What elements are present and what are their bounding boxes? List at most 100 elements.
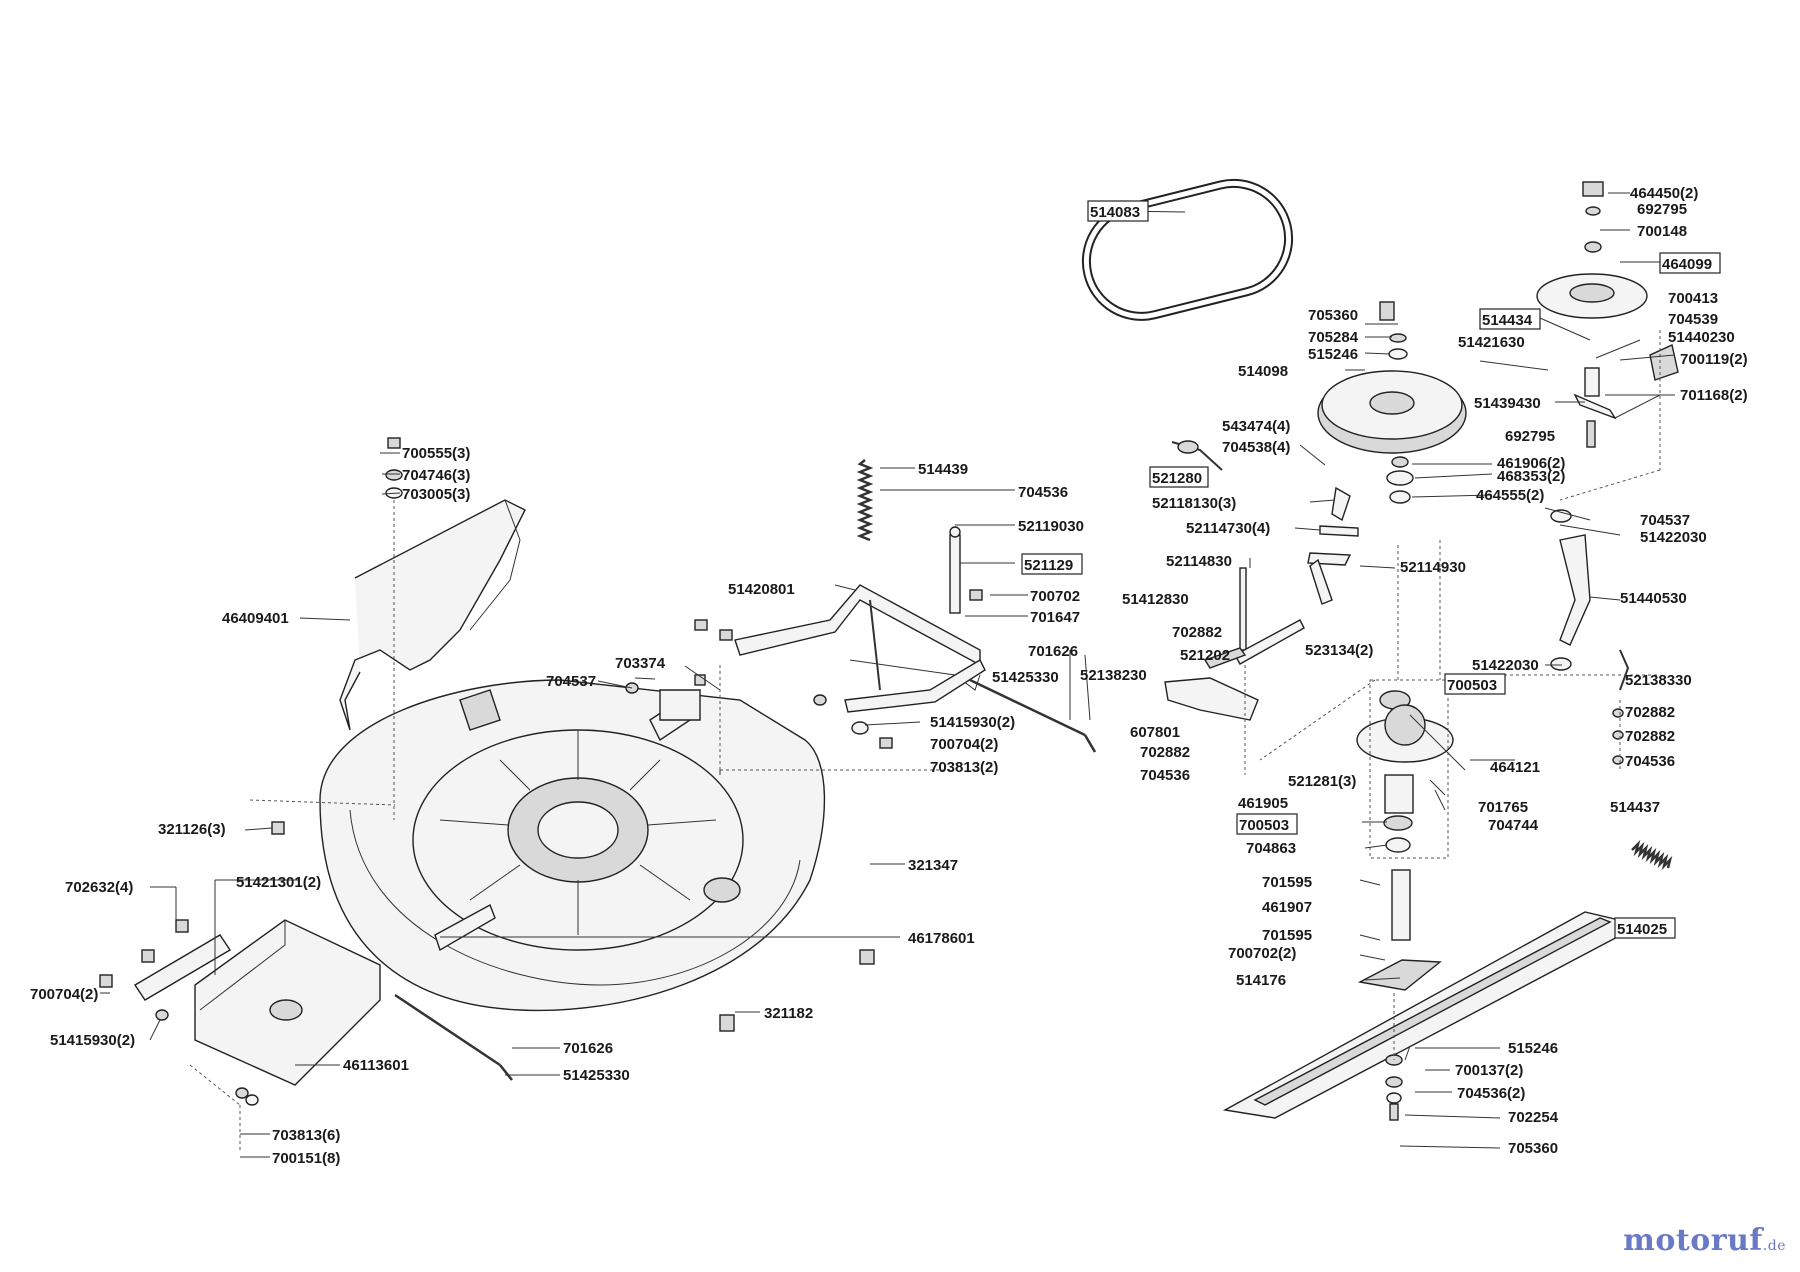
label-514176: 514176	[1236, 972, 1286, 989]
label-52114930: 52114930	[1400, 559, 1466, 576]
spindle-dashed-box	[1369, 679, 1449, 859]
strut-52119030	[949, 526, 961, 614]
label-704746-3: 704746(3)	[402, 467, 470, 484]
spindle-assembly	[1356, 690, 1454, 991]
label-514439: 514439	[918, 461, 968, 478]
label-700555-3: 700555(3)	[402, 445, 470, 462]
bolts	[99, 437, 983, 1106]
label-703813-6: 703813(6)	[272, 1127, 340, 1144]
rod-51425330-bottom	[394, 993, 513, 1081]
label-464450-2: 464450(2)	[1630, 185, 1698, 202]
label-461906-2: 461906(2)	[1497, 455, 1565, 472]
label-700137-2: 700137(2)	[1455, 1062, 1523, 1079]
label-701626-top: 701626	[1028, 643, 1078, 660]
bracket-46113601	[134, 919, 381, 1086]
box-514434	[1479, 308, 1541, 330]
label-704744: 704744	[1488, 817, 1539, 834]
label-51440530: 51440530	[1620, 590, 1687, 607]
label-52118130-3: 52118130(3)	[1152, 495, 1236, 512]
label-700704-2-bottom: 700704(2)	[30, 986, 98, 1003]
label-321182: 321182	[764, 1005, 813, 1022]
label-705360-bottom: 705360	[1508, 1140, 1558, 1157]
pulley-464099	[1536, 181, 1648, 319]
label-521202: 521202	[1180, 647, 1230, 664]
spring-514437	[1631, 839, 1673, 871]
label-514434: 514434	[1482, 312, 1533, 329]
label-46409401: 46409401	[222, 610, 289, 627]
label-52114730-4: 52114730(4)	[1186, 520, 1270, 537]
box-521280	[1149, 466, 1209, 488]
label-701765: 701765	[1478, 799, 1528, 816]
label-51422030-bottom: 51422030	[1472, 657, 1539, 674]
label-704536-2: 704536(2)	[1457, 1085, 1525, 1102]
label-515246-bottom: 515246	[1508, 1040, 1558, 1057]
label-700119-2: 700119(2)	[1680, 351, 1748, 368]
label-51422030-top: 51422030	[1640, 529, 1707, 546]
watermark-suffix: .de	[1762, 1238, 1786, 1254]
label-701168-2: 701168(2)	[1680, 387, 1748, 404]
label-692795-top: 692795	[1637, 201, 1687, 218]
mower-deck-46178601	[319, 679, 826, 1012]
label-521280: 521280	[1152, 470, 1202, 487]
label-515246-top: 515246	[1308, 346, 1358, 363]
rod-51425330-top	[969, 678, 1097, 753]
assembly-lines	[189, 330, 1661, 1150]
washers-group	[1386, 456, 1414, 504]
label-514437: 514437	[1610, 799, 1660, 816]
idler-bracket	[1573, 344, 1679, 448]
label-607801: 607801	[1130, 724, 1180, 741]
label-523134-2: 523134(2)	[1305, 642, 1373, 659]
watermark-text: motoruf	[1623, 1223, 1763, 1258]
label-461905: 461905	[1238, 795, 1288, 812]
label-702882-c: 702882	[1625, 728, 1675, 745]
label-701595-b: 701595	[1262, 927, 1312, 944]
label-521281-3: 521281(3)	[1288, 773, 1356, 790]
box-521129	[1021, 553, 1083, 575]
label-514098: 514098	[1238, 363, 1288, 380]
box-514083	[1087, 200, 1149, 222]
label-703813-2: 703813(2)	[930, 759, 998, 776]
blade-hardware	[1385, 1054, 1403, 1121]
label-703374: 703374	[615, 655, 666, 672]
box-514025	[1614, 917, 1676, 939]
label-704863: 704863	[1246, 840, 1296, 857]
label-543474-4: 543474(4)	[1222, 418, 1290, 435]
label-705360-top: 705360	[1308, 307, 1358, 324]
label-704539: 704539	[1668, 311, 1718, 328]
label-51415930-2-bottom: 51415930(2)	[50, 1032, 135, 1049]
label-704537-left: 704537	[546, 673, 596, 690]
label-464121: 464121	[1490, 759, 1540, 776]
label-700151-8: 700151(8)	[272, 1150, 340, 1167]
label-51425330-bottom: 51425330	[563, 1067, 630, 1084]
label-702254: 702254	[1508, 1109, 1559, 1126]
label-702882-b: 702882	[1625, 704, 1675, 721]
label-51440230: 51440230	[1668, 329, 1735, 346]
label-704538-4: 704538(4)	[1222, 439, 1290, 456]
label-700704-2-top: 700704(2)	[930, 736, 998, 753]
label-51415930-2-top: 51415930(2)	[930, 714, 1015, 731]
label-704536-a: 704536	[1625, 753, 1675, 770]
label-52114830: 52114830	[1166, 553, 1232, 570]
label-702882-d: 702882	[1140, 744, 1190, 761]
label-51421630: 51421630	[1458, 334, 1525, 351]
spring-514439	[856, 459, 874, 542]
label-700503-top: 700503	[1447, 677, 1497, 694]
box-464099	[1659, 252, 1721, 274]
label-521129: 521129	[1024, 557, 1073, 574]
label-700702: 700702	[1030, 588, 1080, 605]
label-464555-2: 464555(2)	[1476, 487, 1544, 504]
label-700148: 700148	[1637, 223, 1687, 240]
lift-frame-51420801	[734, 584, 986, 713]
label-703005-3: 703005(3)	[402, 486, 470, 503]
label-468353-2: 468353(2)	[1497, 468, 1565, 485]
label-701647: 701647	[1030, 609, 1080, 626]
box-700503-mid	[1236, 813, 1298, 835]
pulley-514098	[1317, 301, 1467, 454]
linkage-parts	[1164, 440, 1591, 721]
label-514025: 514025	[1617, 921, 1667, 938]
label-700503-mid: 700503	[1239, 817, 1289, 834]
box-700503-top	[1444, 673, 1506, 695]
label-700702-2: 700702(2)	[1228, 945, 1296, 962]
label-464099: 464099	[1662, 256, 1712, 273]
